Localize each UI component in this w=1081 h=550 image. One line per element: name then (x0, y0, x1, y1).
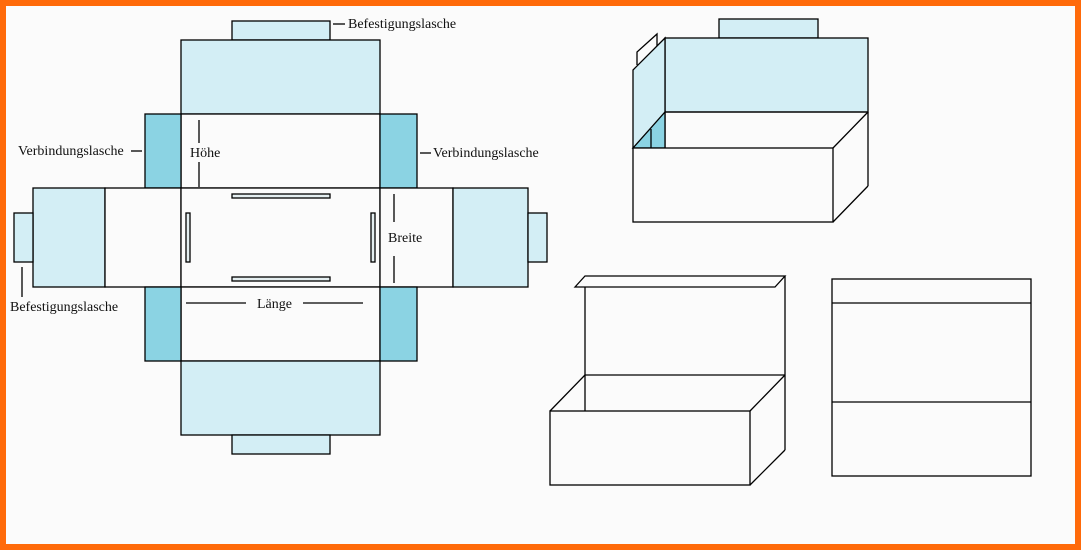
label-befestigungslasche-top: Befestigungslasche (348, 17, 457, 32)
connection-tab-bottom-right (379, 286, 418, 362)
left-fixing-tab (13, 212, 34, 263)
connection-tab-top-right (379, 113, 418, 189)
closed-box-view (831, 278, 1032, 477)
folded-box-view (631, 18, 869, 223)
bottom-fixing-tab (231, 434, 331, 455)
side-panel-left (104, 187, 182, 288)
box-net (13, 20, 548, 455)
connection-tab-top-left (144, 113, 182, 189)
side-panel-bottom (180, 286, 381, 362)
lid-panel-left (32, 187, 106, 288)
right-fixing-tab (527, 212, 548, 263)
slot-right (370, 212, 376, 263)
side-panel-right (379, 187, 454, 288)
side-panel-top (180, 113, 381, 189)
label-laenge: Länge (257, 297, 292, 312)
label-verbindungslasche-left: Verbindungslasche (18, 144, 124, 159)
lid-panel-right (452, 187, 529, 288)
slot-bottom (231, 276, 331, 282)
base-panel (180, 187, 381, 288)
top-fixing-tab (231, 20, 331, 41)
label-breite: Breite (388, 231, 423, 246)
label-verbindungslasche-right: Verbindungslasche (433, 146, 539, 161)
slot-left (185, 212, 191, 263)
open-box-view (549, 275, 787, 486)
label-hoehe: Höhe (190, 146, 221, 161)
lid-panel-bottom (180, 360, 381, 436)
slot-top (231, 193, 331, 199)
connection-tab-bottom-left (144, 286, 182, 362)
label-befestigungslasche-left: Befestigungslasche (10, 300, 119, 315)
lid-panel-top (180, 39, 381, 115)
